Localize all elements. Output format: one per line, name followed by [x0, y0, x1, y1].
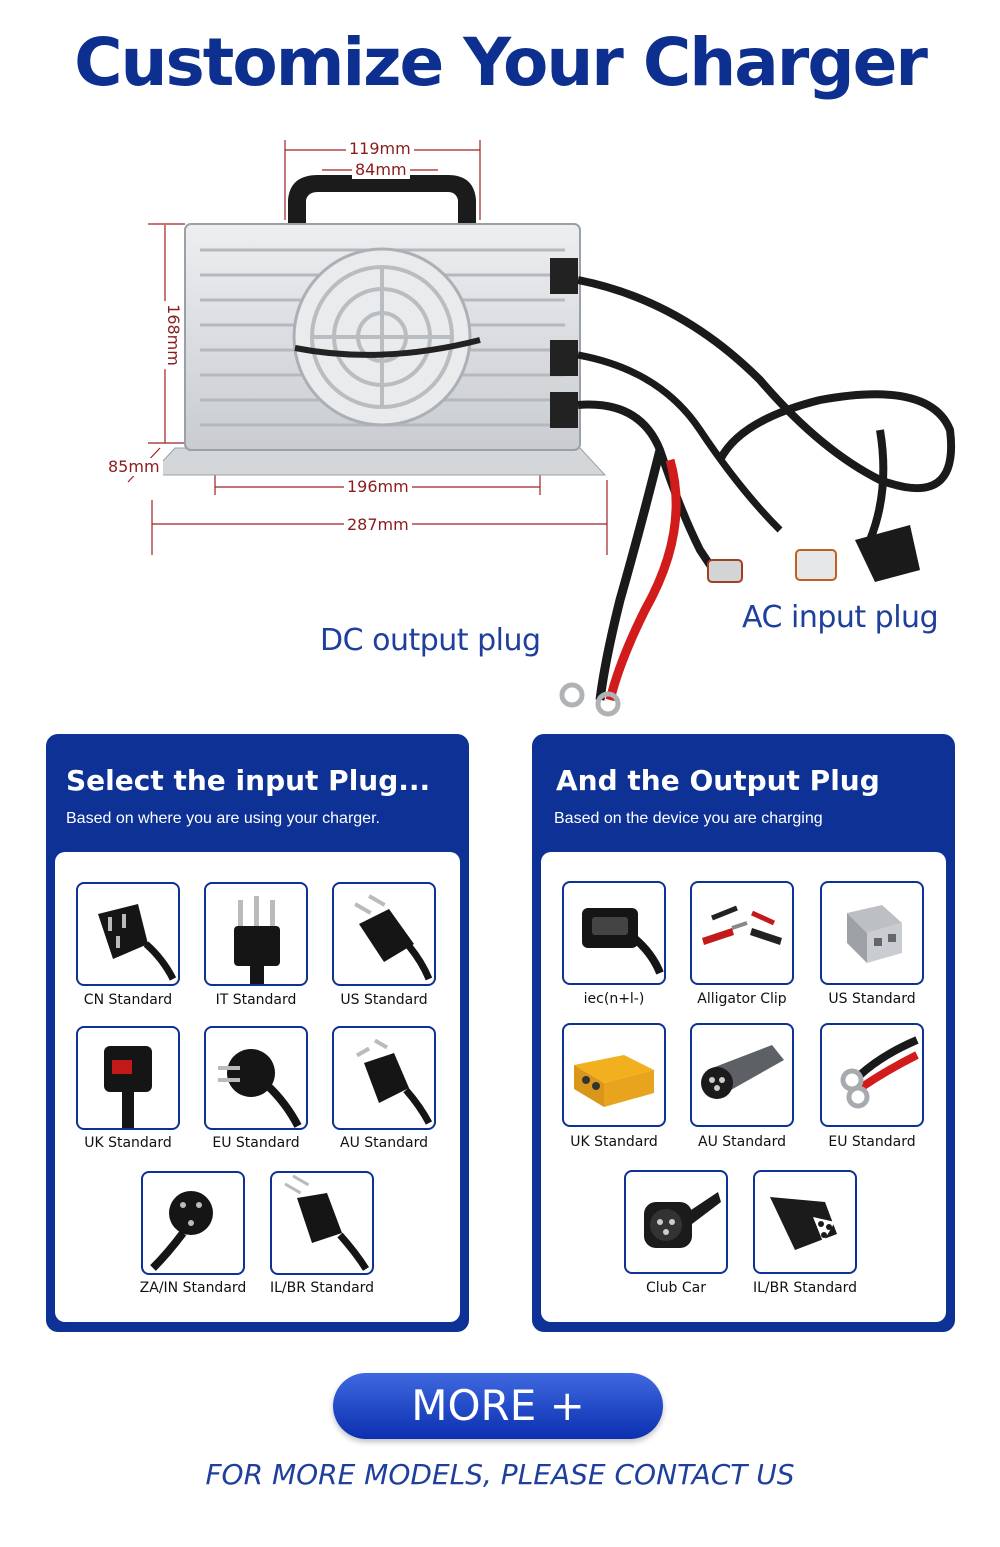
za-in-standard-label: ZA/IN Standard — [139, 1280, 247, 1296]
iec-connector-icon[interactable] — [562, 881, 666, 985]
more-button[interactable]: MORE + — [333, 1373, 663, 1439]
dimension-handle-outer: 119mm — [346, 140, 414, 158]
eu-plug-icon[interactable] — [204, 1026, 308, 1130]
uk-output-label: UK Standard — [570, 1134, 658, 1150]
cn-plug-icon[interactable] — [76, 882, 180, 986]
input-panel-subtitle: Based on where you are using your charge… — [66, 810, 380, 827]
it-plug-icon[interactable] — [204, 882, 308, 986]
triangle-plug-icon[interactable] — [753, 1170, 857, 1274]
club-car-plug-icon[interactable] — [624, 1170, 728, 1274]
dimension-inner-width: 196mm — [344, 478, 412, 496]
uk-plug-icon[interactable] — [76, 1026, 180, 1130]
dc-output-label: DC output plug — [320, 623, 541, 658]
output-plug-panel: And the Output Plug Based on the device … — [532, 734, 955, 1332]
au-standard-label: AU Standard — [340, 1135, 428, 1151]
us-standard-label: US Standard — [340, 992, 428, 1008]
page-title: Customize Your Charger — [74, 24, 928, 101]
alligator-clip-icon[interactable] — [690, 881, 794, 985]
club-car-label: Club Car — [646, 1280, 706, 1296]
il-br-standard-label: IL/BR Standard — [269, 1280, 375, 1296]
ring-terminal-icon[interactable] — [820, 1023, 924, 1127]
charger-illustration — [127, 140, 956, 717]
cn-standard-label: CN Standard — [83, 992, 173, 1008]
eu-output-label: EU Standard — [828, 1134, 916, 1150]
input-panel-title: Select the input Plug... — [66, 764, 431, 797]
dimension-handle-inner: 84mm — [352, 161, 410, 179]
output-plug-grid: iec(n+l-) Alligator Clip US Standard UK … — [541, 852, 946, 1322]
input-plug-grid: CN Standard IT Standard US Standard UK S… — [55, 852, 460, 1322]
us-output-label: US Standard — [828, 991, 916, 1007]
dimension-base: 85mm — [105, 458, 163, 476]
ac-input-label: AC input plug — [742, 600, 939, 635]
output-panel-title: And the Output Plug — [556, 764, 880, 797]
iec-label: iec(n+l-) — [583, 991, 645, 1007]
it-standard-label: IT Standard — [215, 992, 297, 1008]
au-plug-icon[interactable] — [332, 1026, 436, 1130]
anderson-connector-icon[interactable] — [820, 881, 924, 985]
eu-standard-label: EU Standard — [212, 1135, 300, 1151]
contact-text: FOR MORE MODELS, PLEASE CONTACT US — [205, 1458, 795, 1491]
au-output-label: AU Standard — [698, 1134, 786, 1150]
za-in-plug-icon[interactable] — [141, 1171, 245, 1275]
dimension-total-width: 287mm — [344, 516, 412, 534]
output-panel-subtitle: Based on the device you are charging — [554, 810, 823, 827]
us-plug-icon[interactable] — [332, 882, 436, 986]
charger-product-image: 119mm 84mm 168mm 85mm 196mm 287mm DC out… — [0, 130, 1000, 730]
round-connector-icon[interactable] — [690, 1023, 794, 1127]
input-plug-panel: Select the input Plug... Based on where … — [46, 734, 469, 1332]
il-br-output-label: IL/BR Standard — [752, 1280, 858, 1296]
alligator-clip-label: Alligator Clip — [697, 991, 787, 1007]
dimension-height: 168mm — [163, 301, 183, 369]
xt-connector-icon[interactable] — [562, 1023, 666, 1127]
il-br-plug-icon[interactable] — [270, 1171, 374, 1275]
uk-standard-label: UK Standard — [84, 1135, 172, 1151]
